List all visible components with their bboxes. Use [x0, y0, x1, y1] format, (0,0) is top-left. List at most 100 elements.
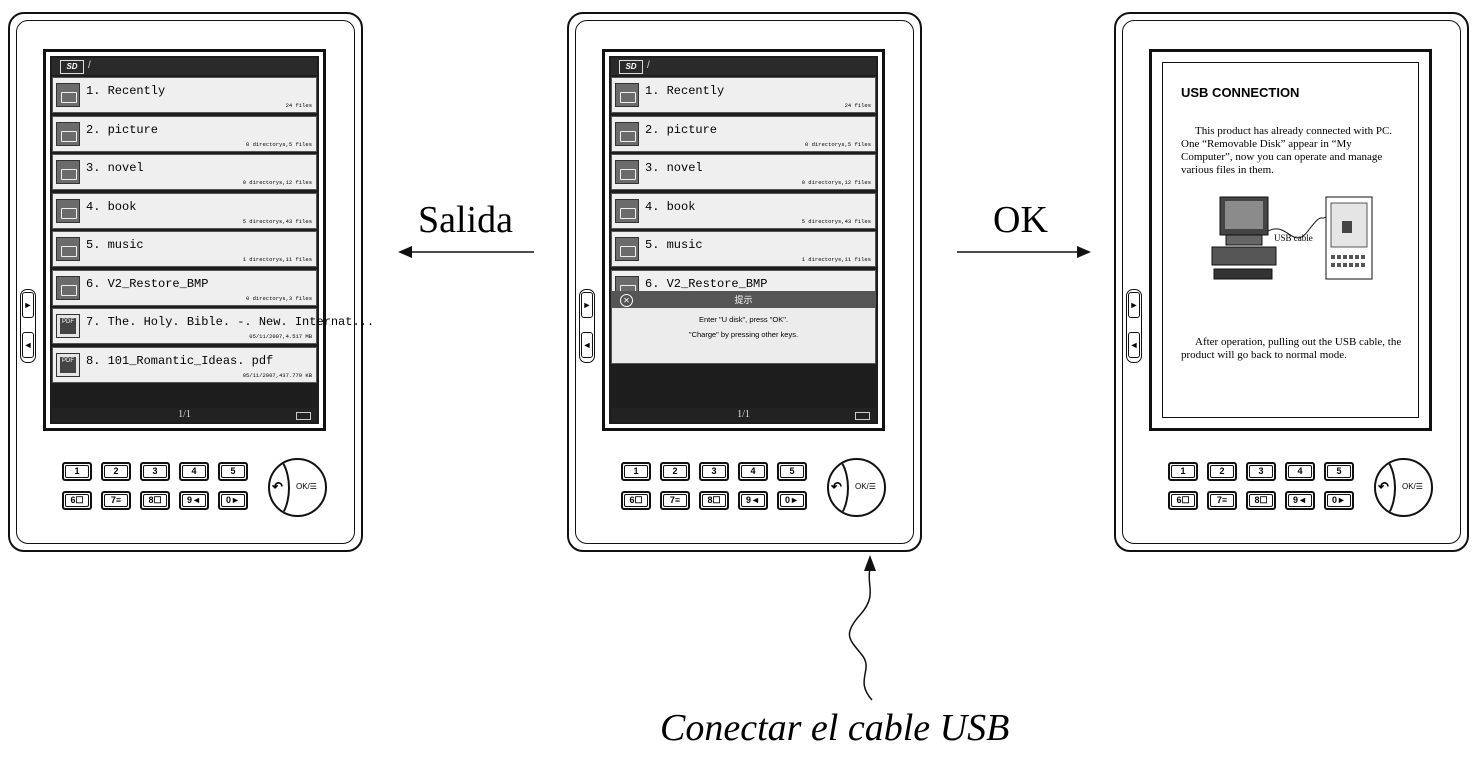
- key-3[interactable]: 3: [1246, 462, 1276, 481]
- key-1[interactable]: 1: [1168, 462, 1198, 481]
- item-info: 05/11/2007,437.779 KB: [242, 371, 312, 379]
- sd-card-icon: SD: [60, 60, 84, 74]
- page-back-button[interactable]: ◄: [581, 332, 593, 358]
- key-4[interactable]: 4: [1285, 462, 1315, 481]
- page-back-button[interactable]: ◄: [1128, 332, 1140, 358]
- item-name: 8. 101_Romantic_Ideas. pdf: [86, 353, 274, 368]
- right-arrow: [957, 246, 1091, 258]
- status-bar: 1/1: [611, 408, 876, 422]
- item-name: 1. Recently: [645, 84, 725, 98]
- list-item[interactable]: PDF 8. 101_Romantic_Ideas. pdf 05/11/2007,…: [52, 346, 317, 383]
- usb-title: USB CONNECTION: [1181, 85, 1300, 100]
- key-7[interactable]: 7≡: [101, 491, 131, 510]
- key-7[interactable]: 7≡: [660, 491, 690, 510]
- back-icon[interactable]: ↶: [831, 479, 842, 494]
- key-1[interactable]: 1: [62, 462, 92, 481]
- ok-dial[interactable]: ↶ OK/☰: [1374, 458, 1433, 517]
- key-9[interactable]: 9◄: [179, 491, 209, 510]
- page-back-button[interactable]: ◄: [22, 332, 34, 358]
- key-7[interactable]: 7≡: [1207, 491, 1237, 510]
- key-4[interactable]: 4: [738, 462, 768, 481]
- path-bar: SD /: [52, 58, 317, 75]
- exit-label: Salida: [418, 199, 513, 241]
- key-6[interactable]: 6☐: [62, 491, 92, 510]
- list-item[interactable]: 1. Recently 24 files: [52, 77, 317, 113]
- key-6[interactable]: 6☐: [621, 491, 651, 510]
- ok-dial[interactable]: ↶ OK/☰: [268, 458, 327, 517]
- key-3[interactable]: 3: [140, 462, 170, 481]
- folder-icon: [615, 198, 639, 223]
- key-4[interactable]: 4: [179, 462, 209, 481]
- path-bar: SD /: [611, 58, 876, 75]
- page-forward-button[interactable]: ►: [581, 292, 593, 318]
- item-info: 24 files: [285, 102, 312, 109]
- item-info: 5 directorys,43 files: [801, 217, 871, 225]
- battery-icon: [855, 412, 870, 420]
- ok-button[interactable]: OK/☰: [855, 482, 876, 491]
- key-6[interactable]: 6☐: [1168, 491, 1198, 510]
- path: /: [647, 60, 650, 71]
- key-8[interactable]: 8☐: [1246, 491, 1276, 510]
- list-item[interactable]: PDF 7. The. Holy. Bible. -. New. Internat…: [52, 308, 374, 344]
- back-icon[interactable]: ↶: [272, 479, 283, 494]
- key-0[interactable]: 0►: [218, 491, 248, 510]
- page-forward-button[interactable]: ►: [22, 292, 34, 318]
- folder-icon: [56, 160, 80, 184]
- ok-label: OK: [993, 199, 1048, 241]
- back-icon[interactable]: ↶: [1378, 479, 1389, 494]
- side-buttons: ► ◄: [579, 289, 595, 363]
- item-name: 3. novel: [645, 161, 703, 175]
- item-name: 2. picture: [645, 122, 718, 137]
- dialog-line-2: "Charge" by pressing other keys.: [688, 330, 799, 339]
- key-8[interactable]: 8☐: [140, 491, 170, 510]
- key-9[interactable]: 9◄: [738, 491, 768, 510]
- side-buttons: ► ◄: [20, 289, 36, 363]
- item-info: 1 directorys,11 files: [801, 256, 871, 263]
- page-forward-button[interactable]: ►: [1128, 292, 1140, 318]
- key-2[interactable]: 2: [101, 462, 131, 481]
- key-2[interactable]: 2: [660, 462, 690, 481]
- key-5[interactable]: 5: [218, 462, 248, 481]
- key-1[interactable]: 1: [621, 462, 651, 481]
- key-2[interactable]: 2: [1207, 462, 1237, 481]
- close-icon[interactable]: ✕: [620, 294, 633, 307]
- item-name: 7. The. Holy. Bible. -. New. Internat...: [86, 315, 375, 329]
- usb-footer-note: After operation, pulling out the USB cab…: [1181, 336, 1402, 361]
- ok-button[interactable]: OK/☰: [1402, 482, 1423, 491]
- item-name: 1. Recently: [86, 84, 166, 98]
- key-0[interactable]: 0►: [777, 491, 807, 510]
- usb-dialog: ✕ 提示 Enter "U disk", press "OK". "Charge…: [611, 291, 876, 364]
- pdf-icon: PDF: [56, 314, 80, 338]
- usb-description: This product has already connected with …: [1181, 125, 1393, 176]
- svg-text:USB cable: USB cable: [1274, 233, 1313, 243]
- key-5[interactable]: 5: [777, 462, 807, 481]
- ok-button[interactable]: OK/☰: [296, 482, 317, 491]
- key-9[interactable]: 9◄: [1285, 491, 1315, 510]
- key-0[interactable]: 0►: [1324, 491, 1354, 510]
- pdf-icon: PDF: [56, 352, 80, 377]
- left-arrow: [398, 246, 534, 258]
- folder-icon: [615, 83, 639, 107]
- key-3[interactable]: 3: [699, 462, 729, 481]
- item-name: 2. picture: [86, 122, 159, 137]
- item-name: 3. novel: [86, 161, 144, 175]
- folder-icon: [56, 237, 80, 261]
- key-8[interactable]: 8☐: [699, 491, 729, 510]
- usb-cable-squiggle: [848, 555, 876, 701]
- key-5[interactable]: 5: [1324, 462, 1354, 481]
- dialog-header: ✕ 提示: [612, 292, 875, 308]
- ok-dial[interactable]: ↶ OK/☰: [827, 458, 886, 517]
